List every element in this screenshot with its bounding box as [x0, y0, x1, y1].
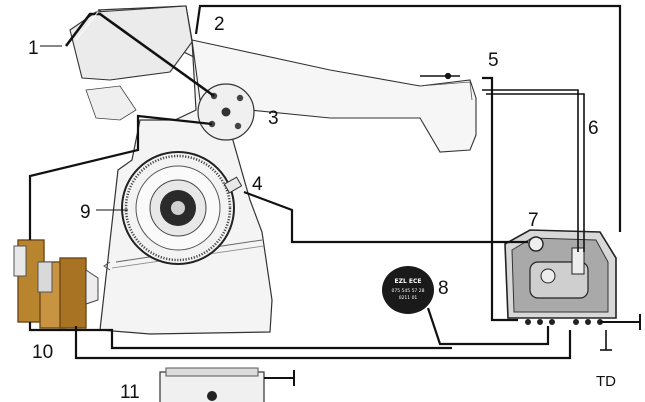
plug-text-line1: EZL ECE	[395, 278, 422, 285]
callout-4: 4	[252, 174, 263, 195]
leader-lines	[40, 45, 128, 211]
callout-7: 7	[528, 210, 539, 231]
callout-9: 9	[80, 202, 91, 223]
callout-2: 2	[214, 14, 225, 35]
plug-text-line2: 075 545 57 28	[392, 288, 425, 294]
callout-5: 5	[488, 50, 499, 71]
coding-plug: EZL ECE 075 545 57 28 0211 01	[382, 266, 434, 314]
wiring	[28, 4, 641, 386]
flywheel	[121, 151, 235, 265]
plug-text-line3: 0211 01	[399, 295, 418, 301]
battery	[159, 367, 265, 402]
ignition-coil	[13, 239, 99, 329]
control-unit	[504, 229, 617, 325]
callout-8: 8	[438, 278, 449, 299]
callout-11: 11	[120, 382, 140, 402]
distributor-cap	[197, 83, 255, 141]
callout-3: 3	[268, 108, 279, 129]
callout-10: 10	[32, 342, 53, 363]
td-label: TD	[596, 373, 616, 390]
callout-1: 1	[28, 38, 39, 59]
tdc-sensor	[223, 176, 243, 194]
callout-labels: 1 2 3 4 5 6 7 8 9 10 11 TD	[28, 14, 616, 402]
callout-6: 6	[588, 118, 599, 139]
